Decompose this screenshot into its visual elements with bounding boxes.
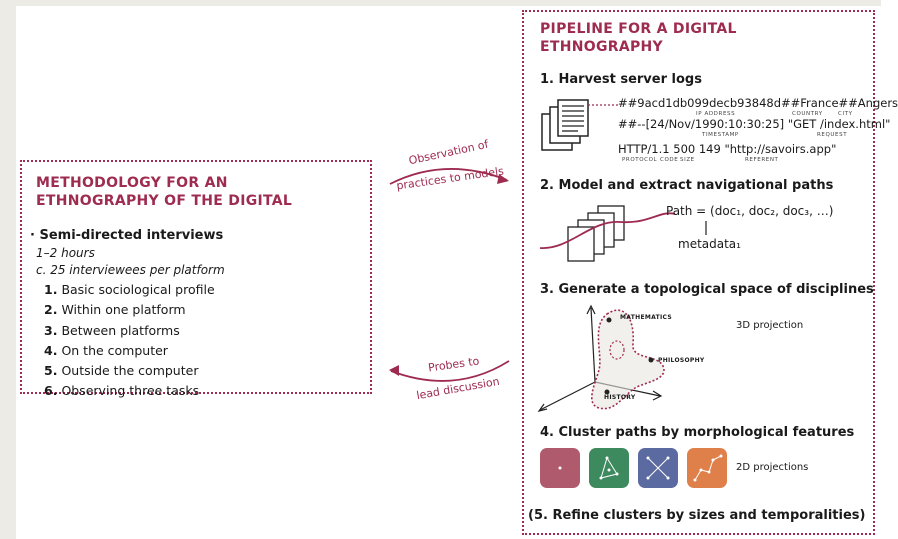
methodology-title-line2: ETHNOGRAPHY OF THE DIGITAL xyxy=(36,193,293,209)
step4-title: 4. Cluster paths by morphological featur… xyxy=(540,425,855,440)
log-line-1: ##9acd1db099decb93848d##France##Angers xyxy=(618,96,898,110)
single-point-icon xyxy=(558,466,562,470)
log-label-country: COUNTRY xyxy=(792,111,823,117)
pipeline-title-line1: PIPELINE FOR A DIGITAL xyxy=(540,21,737,37)
projection-3d-label: 3D projection xyxy=(736,320,804,331)
list-item: 5. Outside the computer xyxy=(44,363,199,379)
cross-path-icon xyxy=(646,456,670,480)
step3-title: 3. Generate a topological space of disci… xyxy=(540,282,874,297)
log-line-2: ##--[24/Nov/1990:10:30:25] "GET /index.h… xyxy=(618,117,891,131)
list-item: 3. Between platforms xyxy=(44,322,180,338)
label-history: HISTORY xyxy=(604,394,636,401)
triangle-path-icon xyxy=(599,456,619,480)
list-item: 6. Observing three tasks xyxy=(44,383,200,399)
log-label-code: CODE xyxy=(660,157,679,163)
topology-3d-illustration xyxy=(537,304,665,412)
pipeline-title-line2: ETHNOGRAPHY xyxy=(540,39,663,55)
metadata-connector xyxy=(705,221,707,235)
interviewees-count: c. 25 interviewees per platform xyxy=(36,263,225,277)
step1-title: 1. Harvest server logs xyxy=(540,72,702,87)
methodology-title-line1: METHODOLOGY FOR AN xyxy=(36,175,228,191)
pipeline-panel xyxy=(522,10,875,535)
methodology-panel: METHODOLOGY FOR AN ETHNOGRAPHY OF THE DI… xyxy=(20,160,372,398)
interviews-label: · Semi-directed interviews xyxy=(30,228,224,243)
zigzag-path-icon xyxy=(693,454,723,482)
log-line-3: HTTP/1.1 500 149 "http://savoirs.app" xyxy=(618,142,837,156)
interview-duration: 1–2 hours xyxy=(36,246,95,260)
log-label-size: SIZE xyxy=(680,157,695,163)
arrow-probes xyxy=(389,360,510,382)
label-philosophy: PHILOSOPHY xyxy=(658,357,705,364)
projection-2d-label: 2D projections xyxy=(736,462,809,473)
cluster-4 xyxy=(687,448,727,488)
list-item: 2. Within one platform xyxy=(44,302,186,318)
background-strip-top xyxy=(16,0,881,6)
label-mathematics: MATHEMATICS xyxy=(620,314,672,321)
document-stack-icon xyxy=(541,99,589,151)
cluster-1 xyxy=(540,448,580,488)
path-documents-illustration xyxy=(539,205,676,262)
list-item: 1. Basic sociological profile xyxy=(44,282,215,297)
path-formula: Path = (doc₁, doc₂, doc₃, …) xyxy=(666,204,834,218)
log-label-ip: IP ADDRESS xyxy=(696,111,736,117)
cluster-3 xyxy=(638,448,678,488)
log-label-protocol: PROTOCOL xyxy=(622,157,658,163)
step5-title: (5. Refine clusters by sizes and tempora… xyxy=(528,508,866,523)
list-item: 4. On the computer xyxy=(44,342,168,358)
interview-steps-list: 1. Basic sociological profile 2. Within … xyxy=(44,280,215,402)
log-label-request: REQUEST xyxy=(817,132,848,138)
log-label-city: CITY xyxy=(838,111,853,117)
log-label-timestamp: TIMESTAMP xyxy=(702,132,739,138)
arrow-observation xyxy=(389,168,509,185)
metadata-label: metadata₁ xyxy=(678,237,741,251)
step2-title: 2. Model and extract navigational paths xyxy=(540,178,834,193)
background-strip-left xyxy=(0,0,16,539)
cluster-2 xyxy=(589,448,629,488)
log-connector-line xyxy=(588,104,618,106)
log-label-referent: REFERENT xyxy=(745,157,779,163)
